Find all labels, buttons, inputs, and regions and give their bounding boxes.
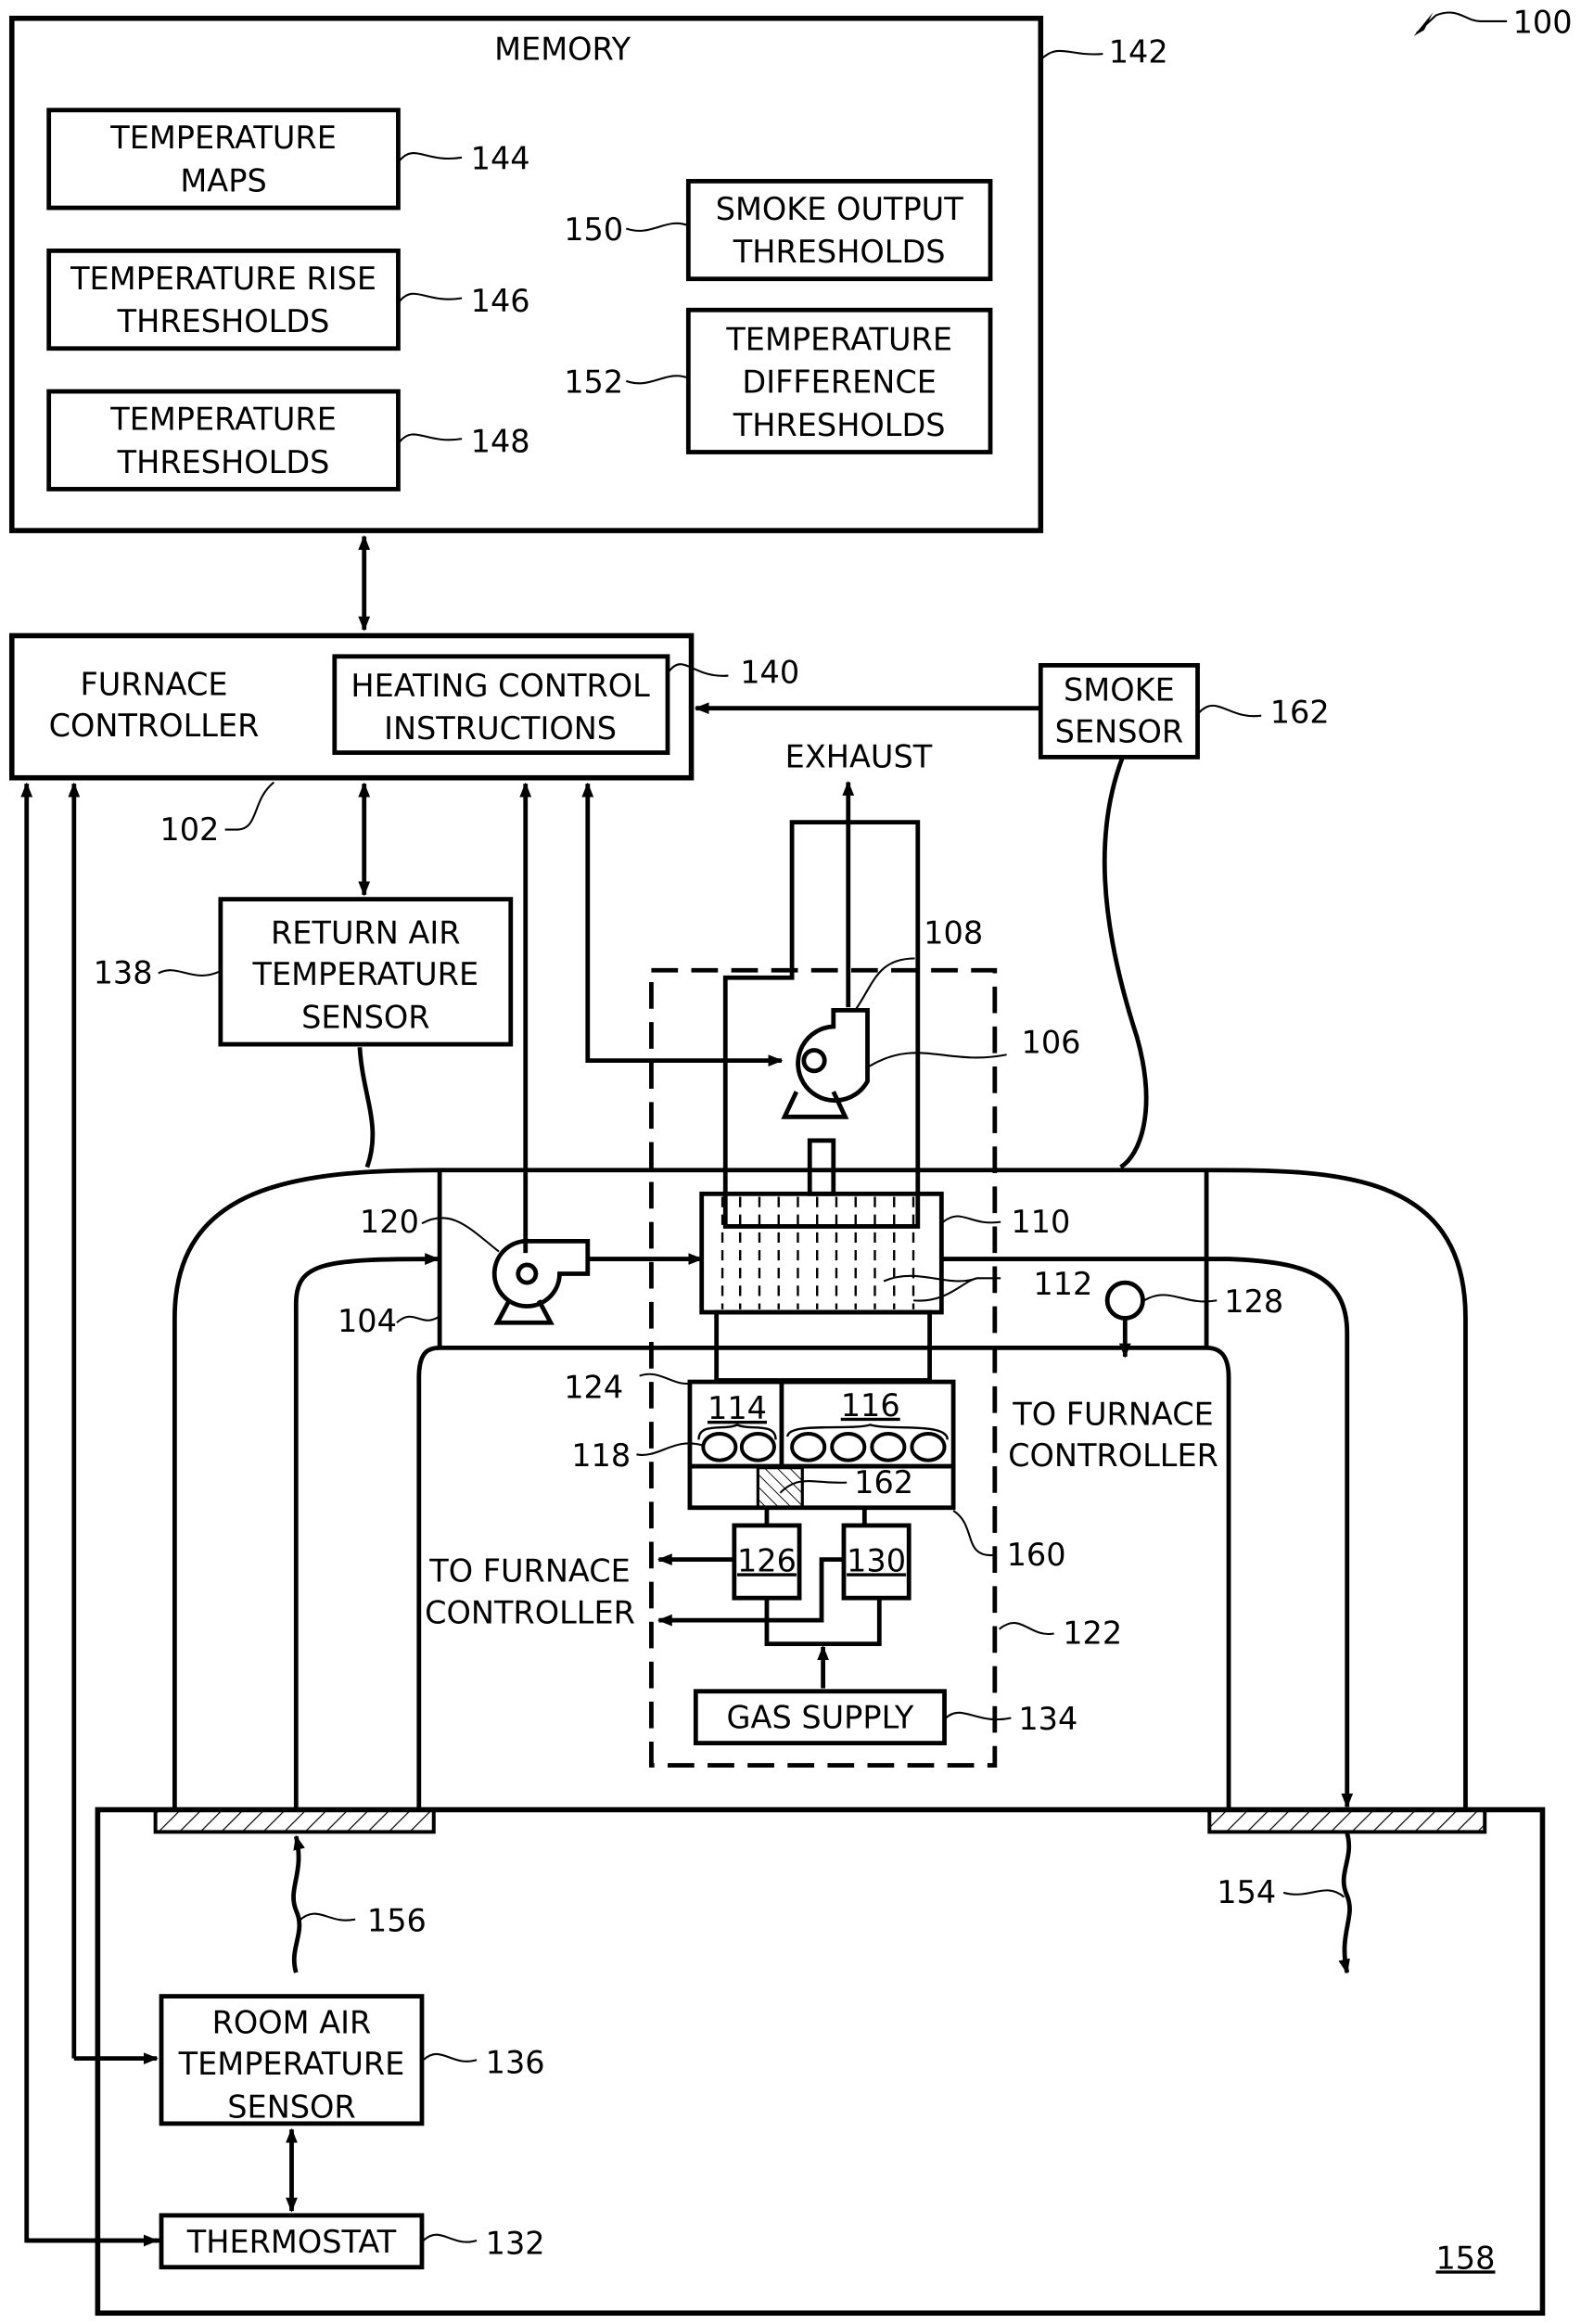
diagram-label: 136 [486,2045,545,2081]
diagram-label: CONTROLLER [425,1594,635,1630]
diagram-label: 128 [1224,1283,1283,1320]
diagram-label: GAS SUPPLY [727,1700,914,1736]
diagram-label: 140 [740,655,799,691]
furnace-controller-block: FURNACE CONTROLLER 102 HEATING CONTROL I… [12,635,799,847]
diagram-label: 108 [924,915,983,951]
diagram-label: THRESHOLDS [733,407,946,443]
diagram-label: TEMPERATURE [109,120,337,156]
diagram-label: TO FURNACE [428,1553,631,1590]
diagram-label: 148 [471,424,530,460]
diagram-label: TEMPERATURE [251,956,478,992]
diagram-label: TO FURNACE [1012,1396,1214,1432]
diagram-label: 116 [841,1387,900,1424]
diagram-label: TEMPERATURE [109,402,337,438]
diagram-label: THRESHOLDS [117,303,330,339]
diagram-label: 114 [708,1390,767,1426]
room-air-temperature-sensor-block: ROOM AIR TEMPERATURE SENSOR 136 [161,1997,545,2126]
gas-valves: 126 130 TO FURNACE CONTROLLER [425,1508,909,1689]
return-air-ref: 156 [367,1902,427,1938]
diagram-label: SENSOR [301,1000,429,1036]
diagram-label: ROOM AIR [212,2005,372,2041]
gas-supply-block: GAS SUPPLY 134 [695,1692,1077,1743]
diagram-label: CONTROLLER [1008,1437,1218,1474]
thermostat-block: THERMOSTAT 132 [161,2215,545,2267]
diagram-label: MAPS [180,163,266,199]
diagram-label: HEATING CONTROL [351,668,650,704]
diagram-label: 162 [1270,695,1330,731]
diagram-label: THRESHOLDS [117,444,330,480]
valve-130-label: 130 [847,1542,906,1578]
diagram-label: CONTROLLER [49,708,260,744]
heating-control-instructions-box: HEATING CONTROL INSTRUCTIONS 140 [335,655,799,753]
diagram-label: TEMPERATURE [178,2046,405,2082]
diagram-label: 124 [564,1370,623,1406]
flue-connector [810,1141,834,1194]
diagram-label: 110 [1011,1204,1070,1240]
controller-inducer-link [588,784,782,1061]
diagram-label: 150 [564,211,623,248]
diagram-label: SMOKE OUTPUT [716,191,964,227]
supply-air-temperature-sensor: 128 TO FURNACE CONTROLLER [1008,1283,1283,1474]
heat-exchanger: 110 112 [702,1194,1093,1380]
thermostat-signal-line [27,784,160,2241]
diagram-label: 132 [486,2225,545,2261]
diagram-label: THRESHOLDS [733,234,946,270]
exhaust-label: EXHAUST [785,739,933,775]
diagram-label: 146 [471,283,530,319]
room-ref: 158 [1435,2240,1495,2276]
diagram-label: 118 [571,1437,631,1474]
memory-block: MEMORY 142 TEMPERATURE MAPS 144 TEMPERAT… [12,19,1168,530]
return-air-temperature-sensor-block: RETURN AIR TEMPERATURE SENSOR 138 [94,900,511,1168]
burner-assembly: 114 116 124 118 162 160 [564,1370,1065,1573]
diagram-label: RETURN AIR [271,915,461,951]
return-register [156,1809,434,1832]
diagram-label: 120 [360,1204,419,1240]
diagram-label: SENSOR [1055,713,1183,749]
memory-ref: 142 [1109,34,1168,70]
inducer-fan-icon: 108 106 [784,915,1080,1117]
diagram-label: INSTRUCTIONS [384,710,617,747]
supply-register [1209,1809,1485,1832]
cabinet-ref: 104 [338,1303,397,1339]
diagram-label: 144 [471,141,530,177]
diagram-label: FURNACE [80,666,227,702]
diagram-label: TEMPERATURE [725,321,952,357]
diagram-label: SMOKE [1064,672,1175,709]
diagram-label: 138 [94,955,153,991]
supply-air-ref: 154 [1217,1874,1276,1910]
diagram-label: 112 [1033,1266,1092,1302]
diagram-label: 106 [1022,1025,1081,1061]
diagram-label: SENSOR [227,2089,355,2126]
figure-number: 100 [1414,5,1573,41]
diagram-label: 134 [1018,1701,1077,1737]
enclosure-ref: 122 [1063,1615,1122,1652]
diagram-label: 102 [159,811,219,848]
diagram-label: 152 [564,364,623,401]
diagram-label: 162 [854,1464,913,1500]
diagram-label: 160 [1007,1537,1066,1573]
inducer-housing [725,823,918,1227]
memory-title: MEMORY [494,31,631,67]
figure-number-label: 100 [1513,5,1573,41]
valve-126-label: 126 [737,1542,797,1578]
diagram-label: THERMOSTAT [186,2224,397,2260]
diagram-label: TEMPERATURE RISE [70,261,376,297]
diagram-label: DIFFERENCE [742,364,937,401]
